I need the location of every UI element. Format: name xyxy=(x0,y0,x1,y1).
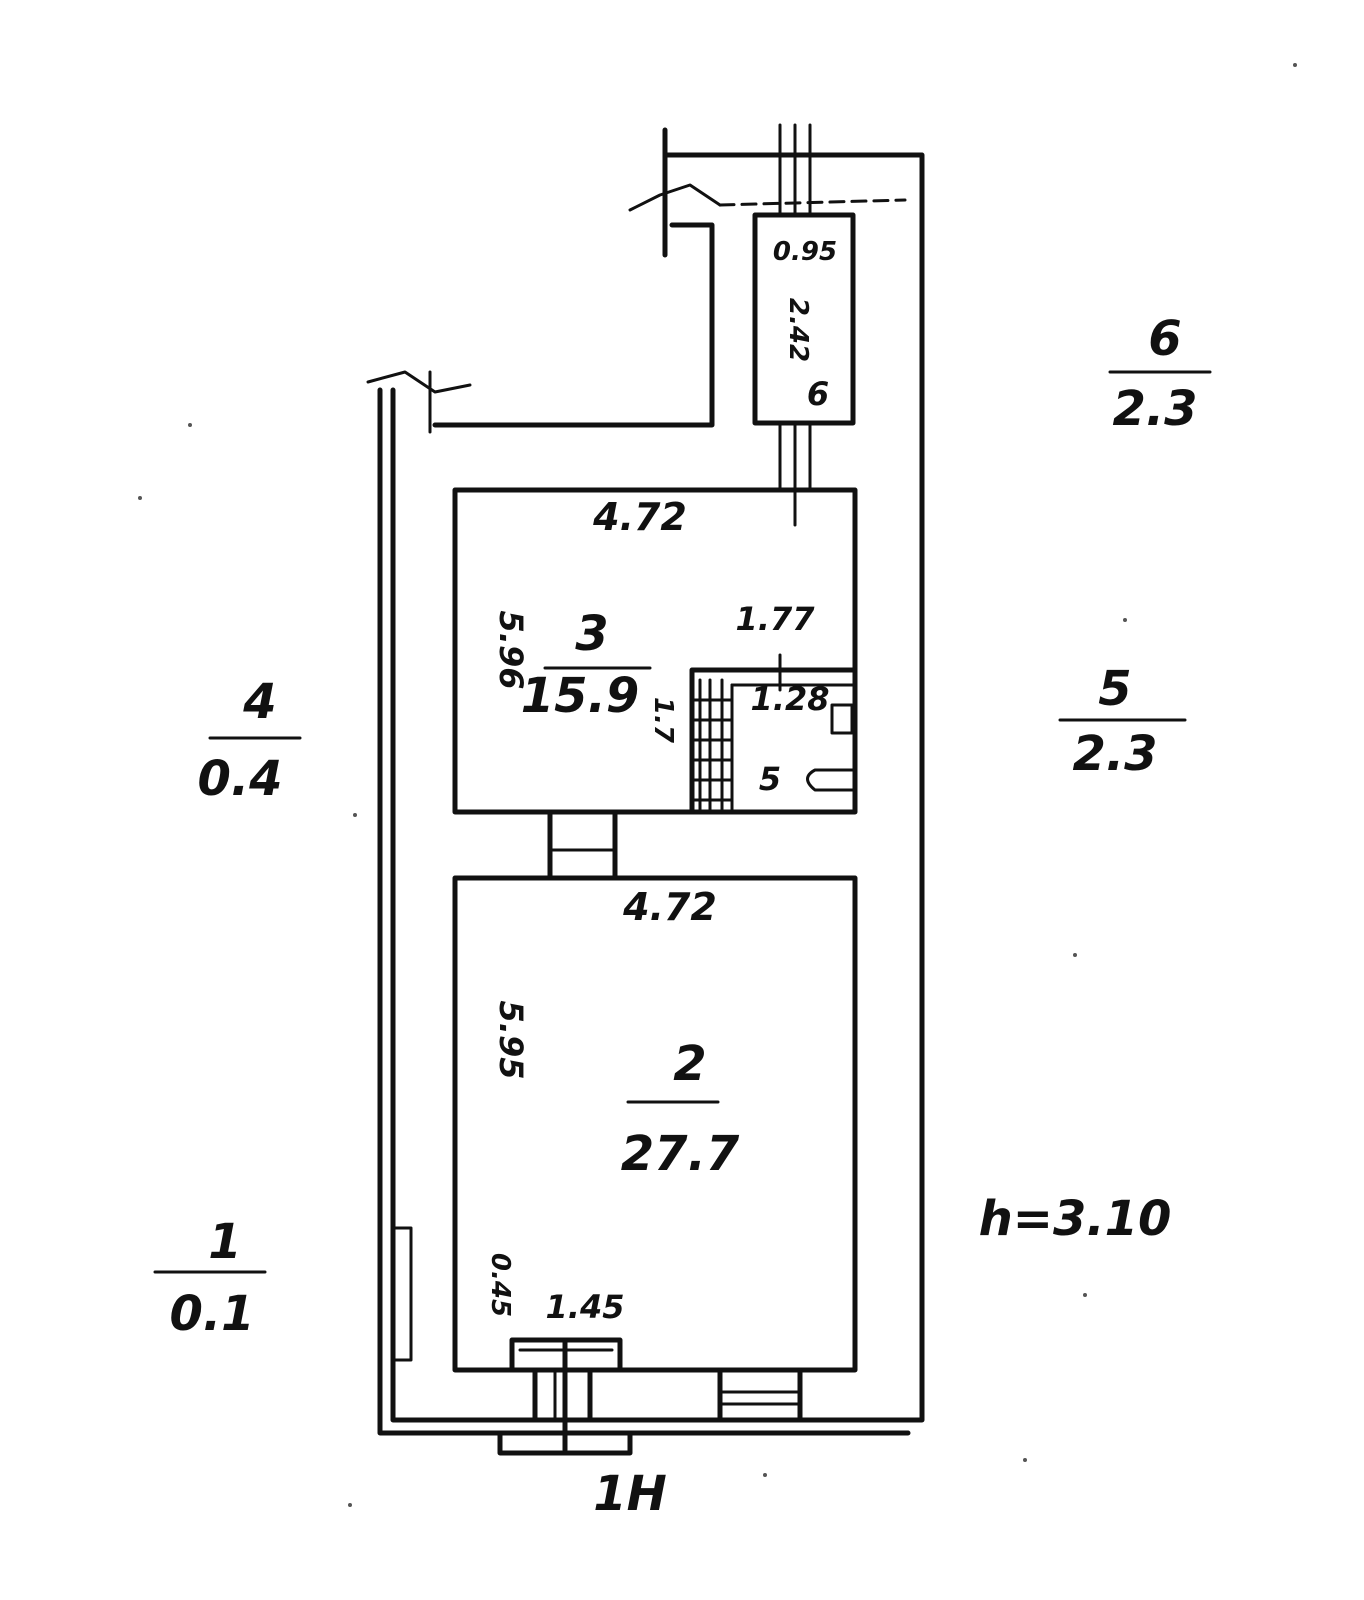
closet-5 xyxy=(689,653,858,815)
room-number: 4 xyxy=(242,674,276,730)
entrance-label: 1H xyxy=(593,1466,667,1522)
room-label-6b: 6 2.3 xyxy=(1108,311,1212,437)
small-room-number: 6 xyxy=(807,375,829,413)
entrance-width-dim: 1.45 xyxy=(546,1288,625,1326)
room-label-4: 4 0.4 xyxy=(197,674,302,807)
room-area: 27.7 xyxy=(621,1126,740,1182)
room-3-top-dim: 4.72 xyxy=(592,495,687,539)
outer-walls xyxy=(366,127,925,1436)
room-2-top-dim: 4.72 xyxy=(622,885,717,929)
room-area: 0.4 xyxy=(197,751,282,807)
room-number: 3 xyxy=(575,606,608,662)
door-room3-room2 xyxy=(547,809,618,881)
room-number: 1 xyxy=(208,1214,241,1270)
room-2-left-dim: 5.95 xyxy=(492,1001,530,1080)
room-area: 0.1 xyxy=(169,1286,254,1342)
room-3 xyxy=(452,487,858,815)
window-room-2 xyxy=(717,1367,803,1423)
room-label-2: 2 27.7 xyxy=(621,1036,740,1182)
room-area: 15.9 xyxy=(521,668,639,724)
room-number: 6 xyxy=(1148,311,1181,367)
room-area: 2.3 xyxy=(1072,726,1157,782)
ceiling-height-note: h=3.10 xyxy=(979,1191,1172,1247)
room-area: 2.3 xyxy=(1112,381,1197,437)
closet-width-dim: 1.77 xyxy=(736,600,816,638)
room-number: 5 xyxy=(1098,661,1131,717)
stair-depth-dim: 1.7 xyxy=(648,697,678,744)
room-number: 2 xyxy=(673,1036,706,1092)
room-label-3: 3 15.9 xyxy=(521,606,652,724)
entrance xyxy=(497,1337,633,1456)
room-3-left-dim: 5.96 xyxy=(492,611,530,690)
room-2 xyxy=(452,875,858,1373)
closet-number: 5 xyxy=(759,760,781,798)
room-1-pier xyxy=(391,1226,413,1362)
scan-specks xyxy=(138,63,1297,1507)
small-room-depth-dim: 2.42 xyxy=(783,298,813,362)
small-room-width-dim: 0.95 xyxy=(773,237,837,267)
entrance-depth-dim: 0.45 xyxy=(485,1253,515,1317)
room-label-5: 5 2.3 xyxy=(1058,661,1187,782)
small-room-6 xyxy=(752,123,856,527)
closet-depth-dim: 1.28 xyxy=(751,680,830,718)
room-label-1: 1 0.1 xyxy=(153,1214,267,1342)
